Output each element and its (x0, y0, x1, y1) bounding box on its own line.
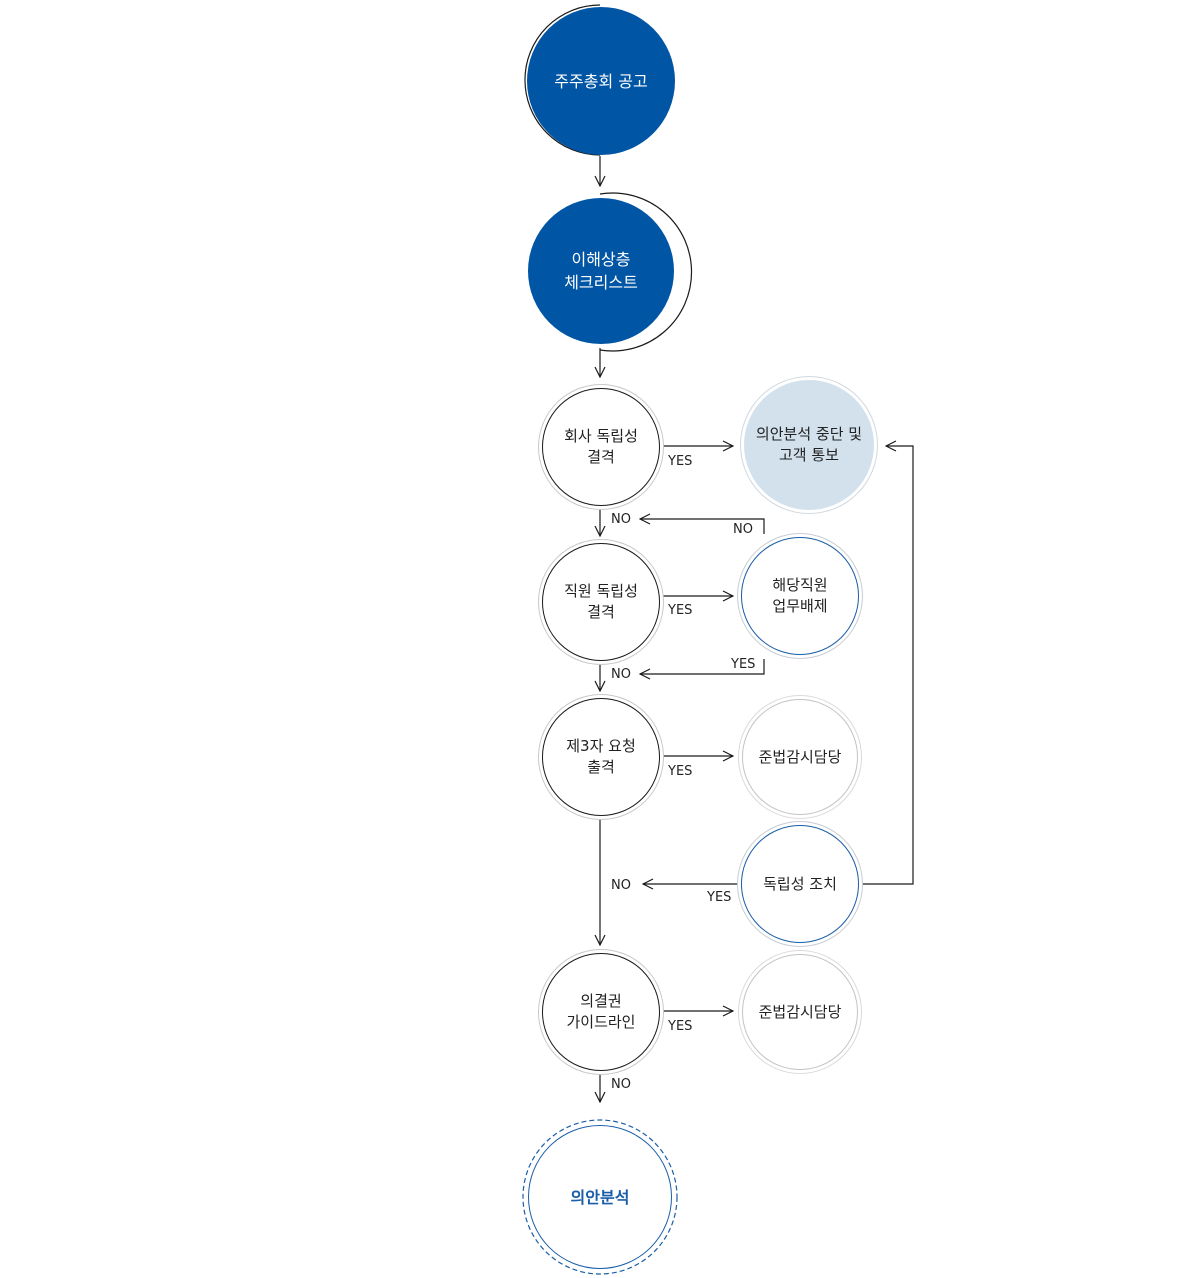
agenda-analysis-ring (522, 1119, 678, 1275)
edge-label-q2-no: NO (611, 667, 631, 682)
edge-label-loop-yes: YES (731, 657, 756, 672)
checklist-ring (599, 192, 693, 352)
loop-stop-no (640, 519, 765, 534)
voting-guideline-label: 의결권 가이드라인 (566, 992, 636, 1031)
edge-label-q4-no: NO (611, 1077, 631, 1092)
edge-label-q3-no: NO (611, 878, 631, 893)
employee-exclusion-label: 해당직원 업무배제 (772, 576, 828, 615)
edge-label-q2-yes: YES (668, 603, 693, 618)
loop-exclusion-yes (640, 659, 765, 674)
compliance-officer-label-2: 준법감시담당 (758, 1002, 842, 1021)
independence-measure-node: 독립성 조치 (741, 825, 859, 943)
compliance-officer-label-1: 준법감시담당 (758, 747, 842, 766)
independence-measure-label: 독립성 조치 (763, 874, 837, 893)
loop-measure-to-stop (858, 446, 914, 885)
agm-notice-label: 주주총회 공고 (554, 71, 648, 91)
agenda-analysis-label: 의안분석 (570, 1187, 630, 1207)
conflict-checklist-node: 이해상층 체크리스트 (528, 198, 674, 344)
edge-label-q1-yes: YES (668, 454, 693, 469)
compliance-officer-node-2: 준법감시담당 (742, 954, 858, 1070)
edge-label-measure-yes: YES (707, 890, 732, 905)
agm-notice-ring (524, 4, 601, 156)
stop-analysis-label: 의안분석 중단 및 고객 통보 (755, 425, 863, 464)
edge-label-q1-no: NO (611, 512, 631, 527)
company-independence-node: 회사 독립성 결격 (542, 388, 660, 506)
agm-notice-node: 주주총회 공고 (527, 7, 675, 155)
edge-label-q3-yes: YES (668, 764, 693, 779)
compliance-officer-node-1: 준법감시담당 (742, 699, 858, 815)
third-party-request-label: 제3자 요청 출격 (566, 737, 636, 776)
employee-independence-node: 직원 독립성 결격 (542, 543, 660, 661)
employee-independence-label: 직원 독립성 결격 (564, 582, 638, 621)
stop-analysis-node: 의안분석 중단 및 고객 통보 (744, 380, 874, 510)
conflict-checklist-label: 이해상층 체크리스트 (564, 250, 638, 292)
edge-label-q4-yes: YES (668, 1019, 693, 1034)
company-independence-label: 회사 독립성 결격 (564, 427, 638, 466)
third-party-request-node: 제3자 요청 출격 (542, 698, 660, 816)
employee-exclusion-node: 해당직원 업무배제 (741, 537, 859, 655)
edge-label-loop-no: NO (733, 522, 753, 537)
agenda-analysis-node: 의안분석 (528, 1125, 672, 1269)
voting-guideline-node: 의결권 가이드라인 (542, 953, 660, 1071)
